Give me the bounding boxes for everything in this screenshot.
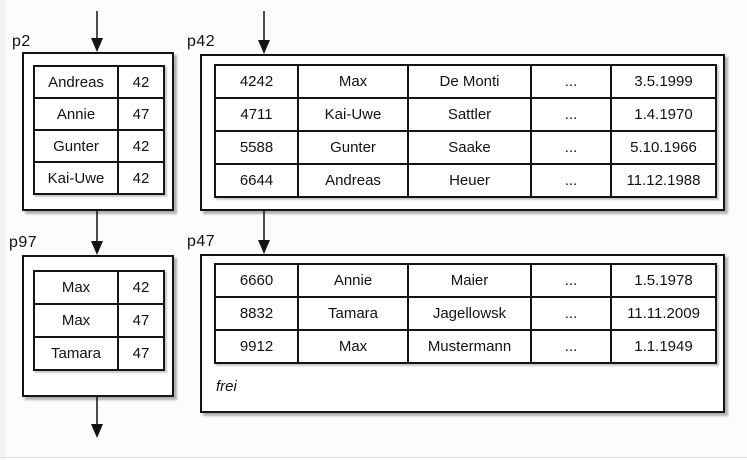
- table-cell: 6660: [214, 263, 299, 298]
- table-cell: 4242: [214, 64, 299, 99]
- table-cell: 1.5.1978: [610, 263, 717, 298]
- table-row: 5588 Gunter Saake ... 5.10.1966: [214, 130, 717, 165]
- arrow-down-icon: [91, 397, 103, 438]
- table-cell: Annie: [33, 97, 119, 131]
- table-cell: Saake: [407, 130, 532, 165]
- table-cell: ...: [530, 263, 612, 298]
- page-box-p47: 6660 Annie Maier ... 1.5.1978 8832 Tamar…: [200, 254, 725, 413]
- table-cell: De Monti: [407, 64, 532, 99]
- table-cell: Annie: [297, 263, 409, 298]
- table-cell: ...: [530, 163, 612, 198]
- table-cell: 3.5.1999: [610, 64, 717, 99]
- page-box-p97: Max 42 Max 47 Tamara 47: [22, 255, 174, 397]
- bottom-edge-line: [0, 457, 747, 458]
- table-cell: 8832: [214, 296, 299, 331]
- table-cell: ...: [530, 64, 612, 99]
- table-cell: 42: [117, 161, 165, 195]
- table-cell: ...: [530, 97, 612, 132]
- table-cell: Jagellowsk: [407, 296, 532, 331]
- table-cell: 1.1.1949: [610, 329, 717, 364]
- table-row: Tamara 47: [33, 336, 165, 371]
- page-label-p47: p47: [187, 233, 216, 250]
- table-row: 4242 Max De Monti ... 3.5.1999: [214, 64, 717, 99]
- page-label-p97: p97: [9, 234, 38, 251]
- table-cell: Mustermann: [407, 329, 532, 364]
- page-label-p42: p42: [187, 33, 216, 50]
- table-cell: Gunter: [297, 130, 409, 165]
- table-row: 6644 Andreas Heuer ... 11.12.1988: [214, 163, 717, 198]
- table-cell: Max: [33, 270, 119, 305]
- table-cell: Kai-Uwe: [33, 161, 119, 195]
- arrow-down-icon: [258, 11, 270, 54]
- index-table-p2: Andreas 42 Annie 47 Gunter 42 Kai-Uwe 42: [33, 65, 165, 195]
- table-cell: Max: [33, 303, 119, 338]
- table-cell: 5.10.1966: [610, 130, 717, 165]
- data-table-p47: 6660 Annie Maier ... 1.5.1978 8832 Tamar…: [214, 263, 717, 364]
- table-row: Gunter 42: [33, 129, 165, 163]
- table-cell: 42: [117, 65, 165, 99]
- table-cell: Gunter: [33, 129, 119, 163]
- table-cell: ...: [530, 130, 612, 165]
- table-cell: 11.11.2009: [610, 296, 717, 331]
- table-row: Max 47: [33, 303, 165, 338]
- page-box-p2: Andreas 42 Annie 47 Gunter 42 Kai-Uwe 42: [22, 52, 174, 211]
- free-space-label: frei: [216, 378, 237, 395]
- table-cell: 4711: [214, 97, 299, 132]
- table-row: Annie 47: [33, 97, 165, 131]
- table-cell: Tamara: [33, 336, 119, 371]
- table-cell: 1.4.1970: [610, 97, 717, 132]
- table-row: 4711 Kai-Uwe Sattler ... 1.4.1970: [214, 97, 717, 132]
- table-row: 6660 Annie Maier ... 1.5.1978: [214, 263, 717, 298]
- table-cell: 47: [117, 97, 165, 131]
- table-cell: Heuer: [407, 163, 532, 198]
- arrow-down-icon: [91, 211, 103, 255]
- index-table-p97: Max 42 Max 47 Tamara 47: [33, 270, 165, 371]
- table-cell: 42: [117, 270, 165, 305]
- table-cell: 5588: [214, 130, 299, 165]
- arrow-down-icon: [258, 211, 270, 254]
- table-cell: Tamara: [297, 296, 409, 331]
- table-row: Kai-Uwe 42: [33, 161, 165, 195]
- table-cell: 9912: [214, 329, 299, 364]
- table-cell: 11.12.1988: [610, 163, 717, 198]
- arrow-down-icon: [91, 11, 103, 52]
- page-label-p2: p2: [12, 33, 31, 50]
- table-cell: Andreas: [33, 65, 119, 99]
- table-row: 9912 Max Mustermann ... 1.1.1949: [214, 329, 717, 364]
- table-cell: Max: [297, 329, 409, 364]
- table-cell: Max: [297, 64, 409, 99]
- page-box-p42: 4242 Max De Monti ... 3.5.1999 4711 Kai-…: [200, 54, 725, 211]
- table-cell: ...: [530, 329, 612, 364]
- table-cell: ...: [530, 296, 612, 331]
- table-cell: Kai-Uwe: [297, 97, 409, 132]
- left-edge-strip: [0, 0, 6, 460]
- table-row: 8832 Tamara Jagellowsk ... 11.11.2009: [214, 296, 717, 331]
- table-cell: 42: [117, 129, 165, 163]
- table-cell: 47: [117, 336, 165, 371]
- table-cell: 6644: [214, 163, 299, 198]
- table-cell: Andreas: [297, 163, 409, 198]
- table-row: Max 42: [33, 270, 165, 305]
- data-table-p42: 4242 Max De Monti ... 3.5.1999 4711 Kai-…: [214, 64, 717, 198]
- table-cell: Sattler: [407, 97, 532, 132]
- table-cell: 47: [117, 303, 165, 338]
- table-cell: Maier: [407, 263, 532, 298]
- table-row: Andreas 42: [33, 65, 165, 99]
